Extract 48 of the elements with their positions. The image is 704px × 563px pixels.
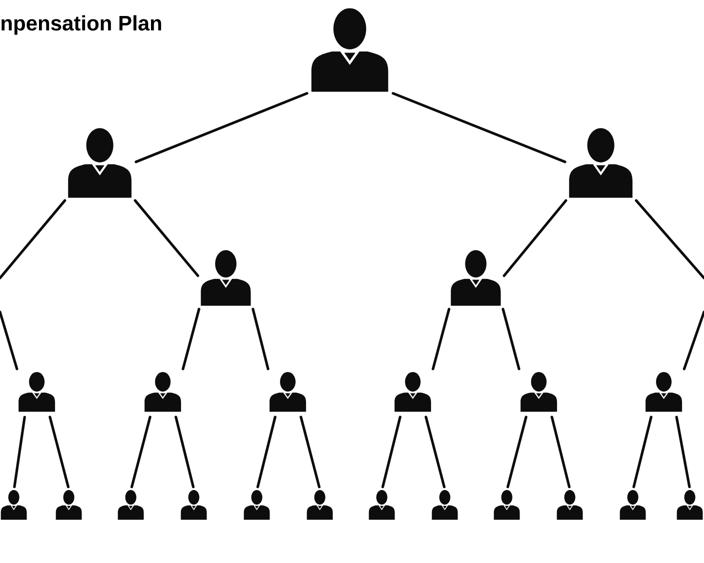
connector-line <box>424 416 446 488</box>
connector-line <box>134 199 200 277</box>
person-icon <box>18 372 56 412</box>
connector-line <box>252 308 270 370</box>
person-icon <box>450 250 501 306</box>
connector-line <box>381 416 402 488</box>
person-icon <box>0 490 27 520</box>
connector-line <box>182 308 200 370</box>
person-icon <box>56 490 82 520</box>
connector-line <box>675 416 691 488</box>
connector-line <box>13 416 26 488</box>
person-icon <box>394 372 432 412</box>
connector-line <box>0 310 18 370</box>
connector-line <box>502 199 568 277</box>
connector-line <box>0 199 66 280</box>
connector-line <box>682 310 704 370</box>
person-icon <box>244 490 270 520</box>
connector-line <box>130 416 152 488</box>
person-icon <box>200 250 251 306</box>
person-icon <box>144 372 182 412</box>
person-icon <box>676 490 703 520</box>
connector-line <box>634 199 704 280</box>
person-icon <box>180 490 207 520</box>
person-icon <box>620 490 646 520</box>
connector-line <box>502 308 520 370</box>
title: npensation Plan <box>2 15 162 35</box>
person-icon <box>494 490 520 520</box>
person-icon <box>520 372 558 412</box>
person-icon <box>306 490 333 520</box>
connector-line <box>392 92 566 164</box>
person-icon <box>368 490 395 520</box>
connector-line <box>134 92 308 164</box>
connector-line <box>300 416 321 488</box>
person-icon <box>311 8 388 92</box>
person-icon <box>569 128 632 198</box>
person-icon <box>432 490 458 520</box>
connector-line <box>550 416 571 488</box>
person-icon <box>118 490 144 520</box>
connector-line <box>256 416 276 488</box>
connector-line <box>174 416 195 488</box>
connector-line <box>506 416 528 488</box>
person-icon <box>646 372 682 412</box>
connector-line <box>632 416 652 488</box>
connector-line <box>48 416 70 488</box>
connector-line <box>432 308 450 370</box>
person-icon <box>68 128 132 198</box>
person-icon <box>556 490 583 520</box>
person-icon <box>270 372 306 412</box>
